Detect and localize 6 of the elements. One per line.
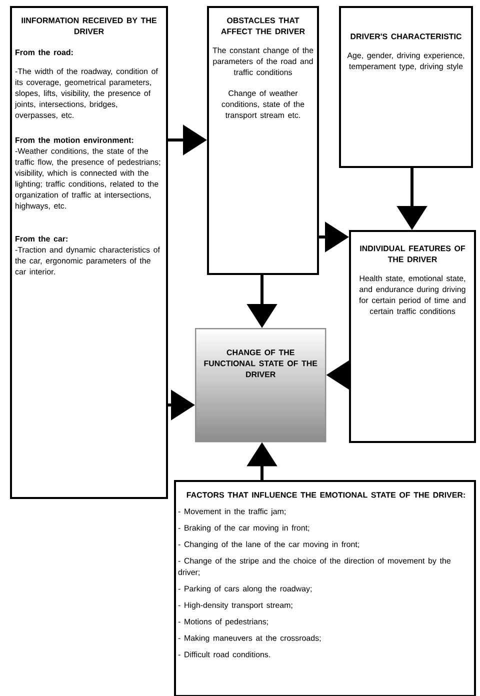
info-box — [10, 6, 168, 499]
obstacles-box — [207, 6, 319, 275]
factors-box — [174, 480, 476, 696]
features-box — [349, 230, 476, 443]
functional-state-box — [195, 328, 326, 442]
characteristic-box — [339, 6, 473, 168]
